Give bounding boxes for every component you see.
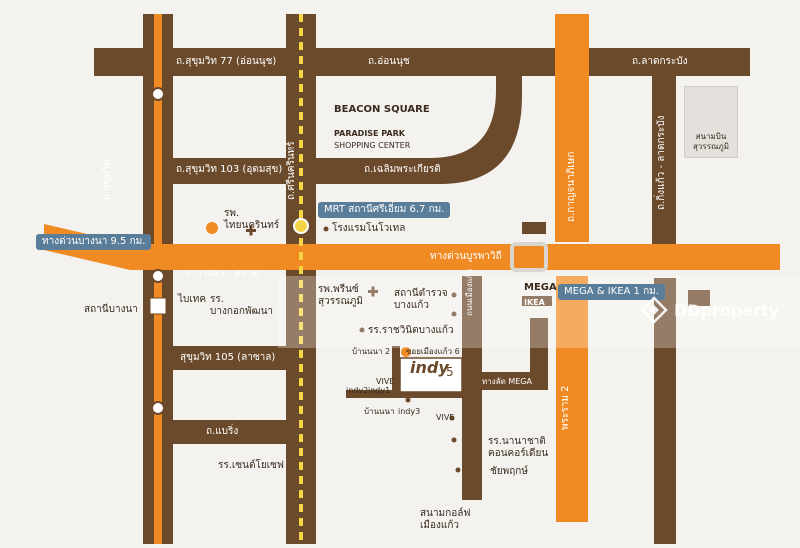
indy5-box — [399, 357, 463, 393]
label-bannaa: บ้านนนา — [364, 407, 395, 416]
label-srinakarin: ถ.ศรีนครินทร์ — [286, 141, 297, 200]
label-soi-kaeo: ถนนเมืองแก้ว — [465, 269, 474, 316]
label-bangna-station: สถานีบางนา — [84, 304, 138, 315]
road-sukhumvit105 — [170, 346, 290, 370]
hospital-logo-icon — [206, 222, 218, 234]
label-onnut: ถ.อ่อนนุช — [368, 56, 410, 67]
label-indy1: indy1 — [368, 386, 391, 395]
road-kanchanaphisek-north — [555, 14, 589, 242]
ddproperty-logo-icon — [640, 296, 668, 324]
road-sukhumvit77 — [94, 48, 750, 76]
label-indy3: indy3 — [398, 407, 421, 416]
label-indy2: indy2 — [346, 386, 369, 395]
label-sukhumvit103: ถ.สุขุมวิท 103 (อุดมสุข) — [176, 164, 283, 175]
label-kanchanaphisek: ถ.กาญจนาภิเษก — [566, 151, 577, 222]
label-paradise: PARADISE PARK — [334, 129, 405, 138]
label-phraram2: พระราม 2 — [560, 385, 571, 430]
station-icon — [149, 297, 167, 315]
road-kanchanaphisek-south — [556, 276, 588, 522]
road-chaloemphrakiat — [316, 48, 522, 184]
label-indy5-num: 5 — [446, 365, 454, 379]
interchange-box — [510, 242, 548, 272]
callout-expressway: ทางด่วนบางนา 9.5 กม. — [36, 234, 152, 250]
airport-box — [684, 86, 738, 158]
road-mega-shortcut — [482, 318, 548, 390]
label-thai-nakarin: รพ. ไทยนครินทร์ — [224, 208, 280, 231]
road-baering — [170, 420, 290, 444]
label-soi-mueangkaeo: ซอยเมืองแก้ว 6 — [406, 347, 460, 356]
watermark-text: DDproperty — [674, 300, 780, 320]
label-chaiyaphruek: ชัยพฤกษ์ — [490, 466, 528, 477]
label-vive-1: VIVE — [376, 377, 395, 386]
road-soi-mueangkaeo — [346, 390, 462, 398]
callout-mrt: MRT สถานีศรีเอี่ยม 6.7 กม. — [318, 202, 451, 218]
bts-station-dot — [151, 87, 165, 101]
label-baering: ถ.แบริ่ง — [206, 426, 239, 437]
label-rachawinit: รร.ราชวินิตบางแก้ว — [368, 325, 454, 336]
label-ikea: IKEA — [524, 298, 545, 307]
road-motorway — [44, 224, 780, 270]
road-kingkaeo-soi — [462, 276, 482, 500]
label-sukhumvit105: สุขุมวิท 105 (ลาซาล) — [180, 352, 276, 363]
suvarnabhumi-logo — [688, 290, 710, 306]
label-sukhumvit77: ถ.สุขุมวิท 77 (อ่อนนุช) — [176, 56, 277, 67]
label-latkrabang: ถ.ลาดกระบัง — [632, 56, 688, 67]
hospital-icon — [246, 225, 256, 236]
place-markers — [323, 226, 461, 473]
ikea-logo-box — [522, 296, 552, 306]
label-novotel: โรงแรมโนโวเทล — [332, 223, 406, 234]
label-police: สถานีตำรวจ บางแก้ว — [394, 288, 448, 311]
road-kingkaeo-south — [654, 278, 676, 544]
label-airport: สนามบิน สุวรรณภูมิ — [693, 132, 729, 151]
bts-station-dot — [151, 401, 165, 415]
label-vive-2: VIVE — [436, 413, 455, 422]
road-kingkaeo — [652, 48, 676, 244]
label-mega: MEGA — [524, 282, 557, 293]
label-kingkaeo: ถ.กิ่งแก้ว - ลาดกระบัง — [656, 115, 667, 210]
callout-mega-ikea: MEGA & IKEA 1 กม. — [558, 284, 665, 300]
label-beacon: BEACON SQUARE — [334, 104, 430, 115]
road-soi-bannaa — [392, 346, 400, 392]
label-bangna-trat: ถ.บางนา - ตราด — [186, 268, 259, 279]
watermark-band — [278, 276, 800, 348]
bts-station-dot — [151, 269, 165, 283]
label-nanachart: รร.นานาชาติ คอนคอร์เดียน — [488, 436, 549, 459]
label-golf: สนามกอล์ฟ เมืองแก้ว — [420, 508, 471, 531]
mrt-station-dot — [293, 218, 309, 234]
hospital-icon — [368, 286, 378, 297]
label-bitec: ไบเทค — [178, 294, 207, 305]
label-mega-shortcut: ทางลัด MEGA — [482, 377, 532, 386]
label-chaloemphrakiat: ถ.เฉลิมพระเกียรติ — [364, 164, 441, 175]
label-paradise-sub: SHOPPING CENTER — [334, 141, 411, 150]
label-sukhumvit: ถ.สุขุมวิท — [102, 159, 113, 200]
logo-small — [522, 222, 546, 234]
label-school-bangkok: รร. บางกอกพัฒนา — [210, 294, 274, 317]
label-indy5-brand: indy — [410, 358, 449, 377]
label-motorway: ทางด่วนบูรพาวิถี — [430, 251, 502, 262]
watermark: DDproperty — [640, 296, 779, 324]
label-bannaa-2: บ้านนนา 2 — [352, 347, 391, 356]
label-saint-joseph: รร.เซนต์โยเซฟ — [218, 460, 284, 471]
label-prince-hospital: รพ.พรีนซ์ สุวรรณภูมิ — [318, 284, 363, 307]
